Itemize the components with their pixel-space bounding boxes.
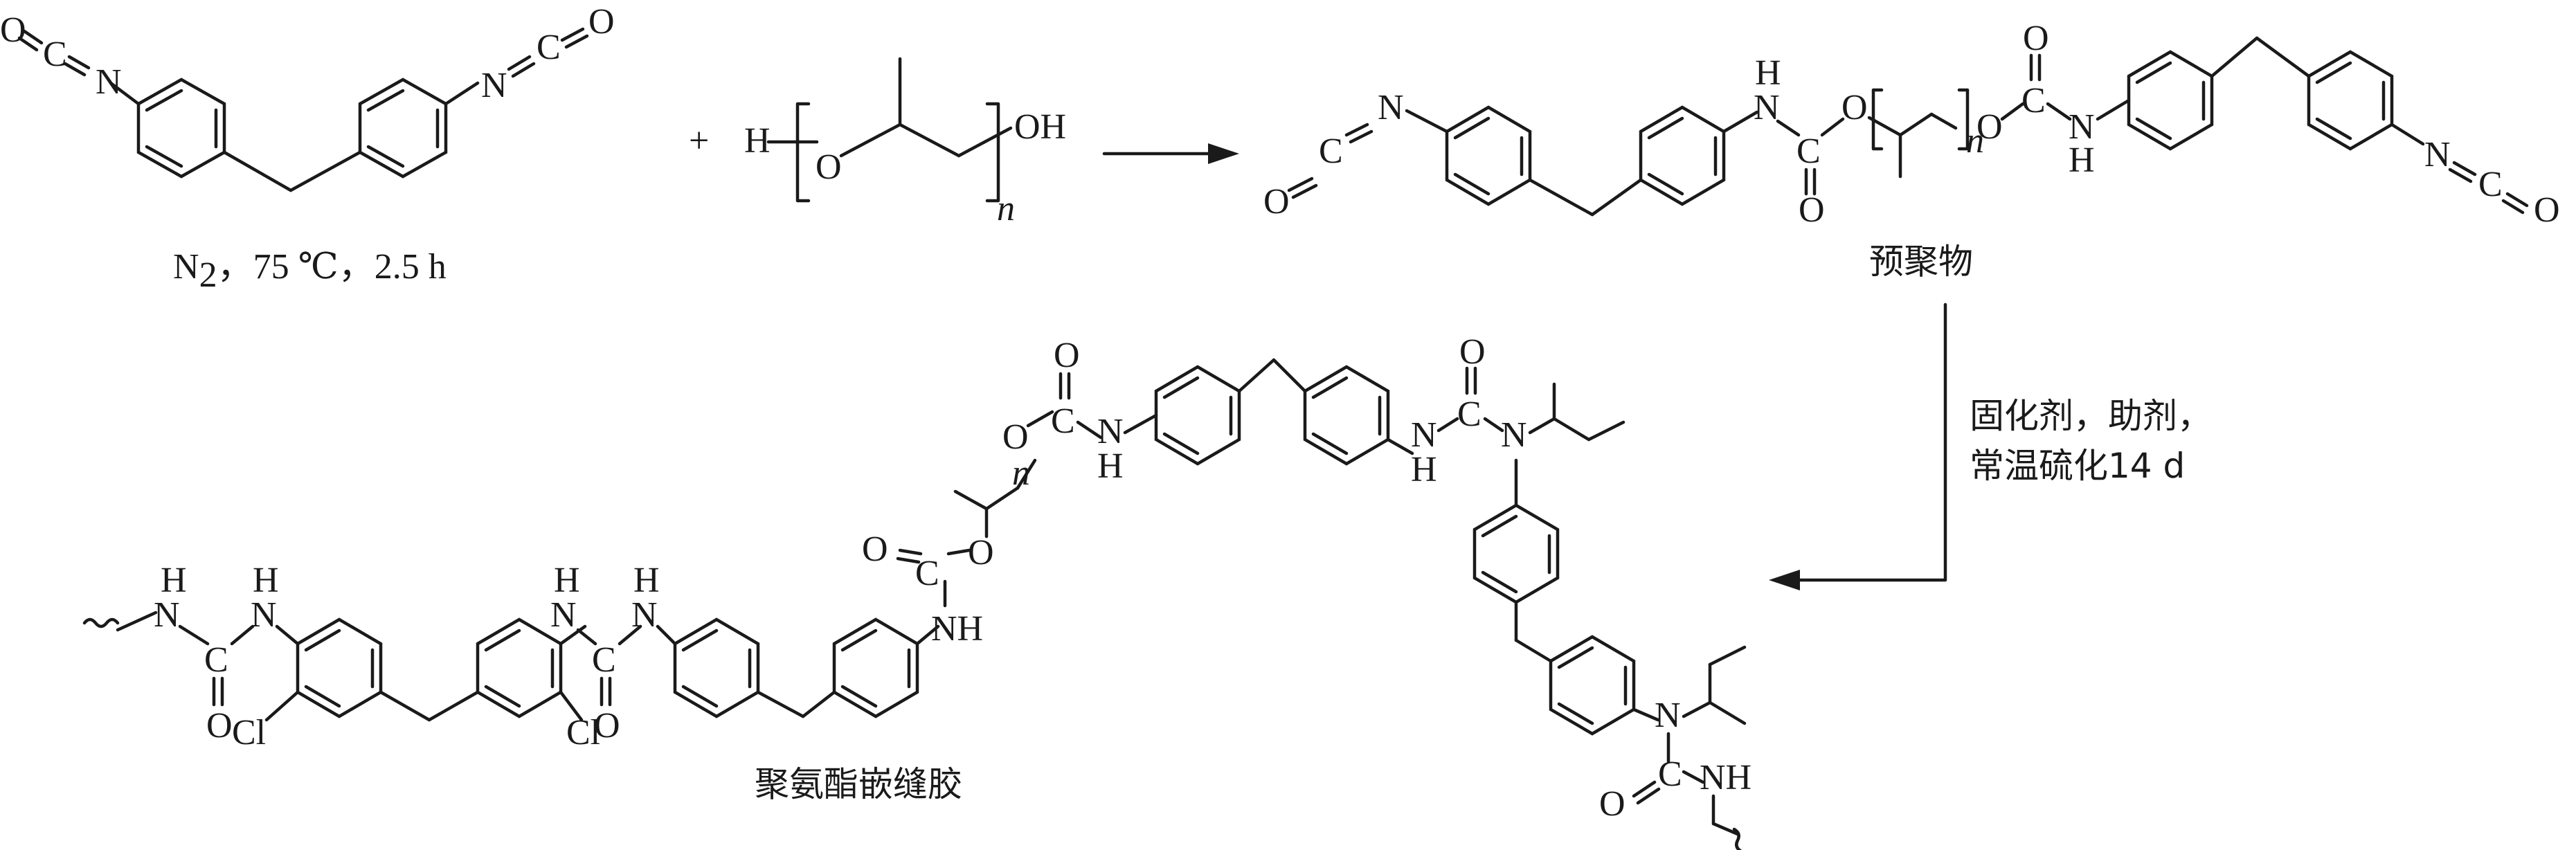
- mdi-molecule: N C O N C O: [0, 2, 615, 192]
- atom-n: N: [1754, 88, 1780, 127]
- atom-h: H: [633, 561, 660, 600]
- repeat-n: n: [997, 189, 1015, 228]
- prepolymer-label: 预聚物: [1869, 242, 1973, 282]
- atom-n: N: [1411, 415, 1437, 455]
- atom-c: C: [915, 554, 939, 593]
- atom-h: H: [253, 561, 279, 600]
- atom-o: O: [1599, 784, 1625, 824]
- atom-n: N: [481, 66, 507, 105]
- product-label: 聚氨酯嵌缝胶: [755, 764, 962, 804]
- atom-h: H: [744, 121, 771, 161]
- atom-o: O: [588, 2, 615, 42]
- atom-c: C: [204, 640, 228, 680]
- atom-o: O: [206, 706, 233, 745]
- atom-h: H: [554, 561, 580, 600]
- atom-o: O: [1799, 190, 1825, 230]
- reaction1-conditions: N2，75 ℃，2.5 h: [173, 247, 447, 295]
- atom-o: O: [968, 533, 994, 572]
- atom-n: N: [1378, 88, 1404, 127]
- atom-n: N: [96, 62, 122, 102]
- atom-cl: Cl: [232, 713, 266, 752]
- reaction2-conditions-line1: 固化剂，助剂，: [1970, 396, 2212, 436]
- atom-c: C: [1457, 395, 1481, 434]
- atom-o: O: [862, 530, 888, 569]
- atom-c: C: [1658, 754, 1682, 794]
- atom-n: N: [550, 595, 577, 635]
- atom-c: C: [1051, 401, 1075, 441]
- plus-sign: +: [689, 121, 709, 161]
- polyether-polyol-molecule: H O n OH: [744, 57, 1066, 228]
- atom-n: N: [1097, 412, 1124, 451]
- atom-o: O: [1976, 107, 2003, 147]
- reaction-arrow-2: [1769, 302, 1947, 590]
- atom-h: H: [2069, 141, 2095, 180]
- atom-n: N: [251, 595, 277, 635]
- atom-o: O: [1002, 417, 1029, 457]
- atom-o: O: [1459, 332, 1486, 372]
- atom-c: C: [2021, 81, 2046, 120]
- repeat-n: n: [1012, 453, 1030, 493]
- polyurethane-sealant-molecule: H N C O N H Cl Cl H N C O N: [82, 332, 1751, 850]
- atom-oh: OH: [1014, 107, 1066, 147]
- atom-c: C: [592, 640, 616, 680]
- atom-o: O: [816, 147, 842, 187]
- reaction-arrow-1: [1102, 143, 1239, 164]
- atom-h: H: [1755, 53, 1781, 93]
- atom-c: C: [2478, 165, 2503, 204]
- atom-n: N: [2424, 135, 2451, 174]
- reaction2-conditions-line2: 常温硫化14 d: [1970, 446, 2185, 486]
- atom-n: N: [2069, 107, 2095, 147]
- atom-n: N: [631, 595, 658, 635]
- atom-c: C: [43, 35, 67, 74]
- prepolymer-molecule: O C N H N C O O n O: [1263, 19, 2560, 230]
- atom-nh: NH: [1700, 758, 1751, 797]
- atom-n: N: [154, 595, 180, 635]
- atom-n: N: [1501, 415, 1527, 455]
- atom-o: O: [594, 706, 620, 745]
- atom-c: C: [537, 28, 561, 67]
- atom-o: O: [1841, 88, 1868, 127]
- atom-o: O: [2023, 19, 2049, 58]
- atom-o: O: [1263, 182, 1290, 221]
- atom-c: C: [1319, 132, 1343, 171]
- atom-h: H: [161, 561, 187, 600]
- repeat-n: n: [1966, 121, 1984, 161]
- atom-o: O: [2534, 190, 2560, 230]
- atom-h: H: [1411, 450, 1437, 489]
- atom-o: O: [0, 10, 26, 50]
- atom-o: O: [1054, 336, 1080, 375]
- atom-c: C: [1796, 132, 1821, 171]
- atom-h: H: [1097, 446, 1124, 486]
- atom-nh: NH: [931, 609, 983, 649]
- atom-n: N: [1655, 696, 1681, 735]
- atom-cl: Cl: [566, 713, 600, 752]
